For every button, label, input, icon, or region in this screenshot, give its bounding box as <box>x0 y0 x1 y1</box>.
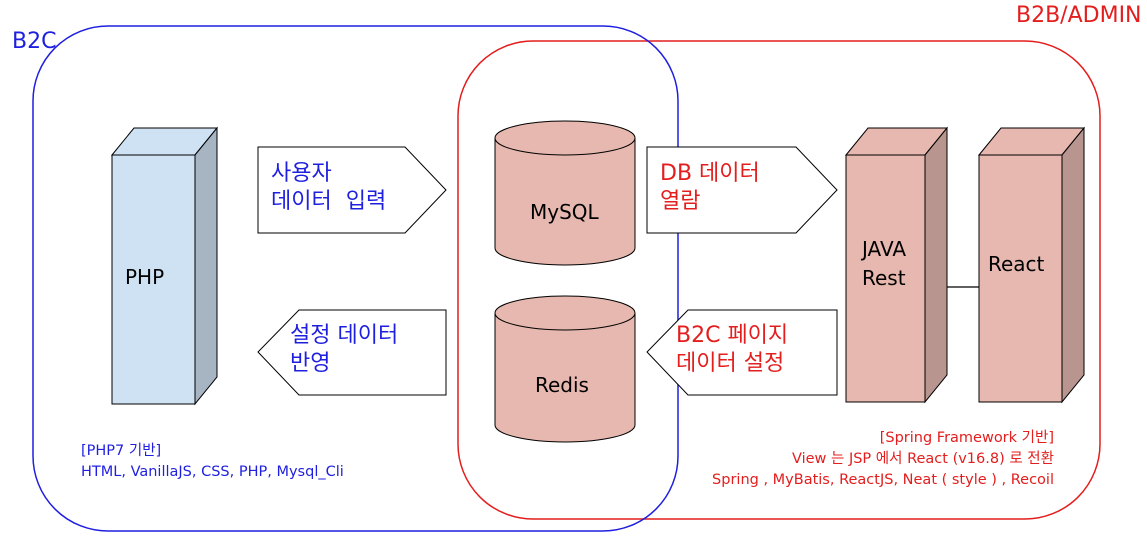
react-label: React <box>988 252 1045 276</box>
mysql-label: MySQL <box>530 200 599 224</box>
php-label: PHP <box>125 265 165 289</box>
b2c-page-settings-arrow <box>646 309 838 396</box>
b2c-page-settings-label: B2C 페이지 데이터 설정 <box>676 323 789 376</box>
user-input-arrow <box>257 146 447 234</box>
b2b-tech-note: [Spring Framework 기반] View 는 JSP 에서 Reac… <box>712 430 1054 489</box>
db-view-arrow <box>646 146 838 234</box>
b2b-admin-region-label: B2B/ADMIN <box>1016 3 1142 28</box>
settings-reflect-arrow <box>257 309 447 396</box>
mysql-cylinder <box>494 120 636 266</box>
b2b-admin-region <box>457 40 1101 520</box>
b2c-region <box>32 25 679 532</box>
react-box <box>977 126 1086 404</box>
java-label: JAVA Rest <box>862 237 907 290</box>
redis-cylinder <box>494 295 636 443</box>
user-input-label: 사용자 데이터 입력 <box>271 161 387 214</box>
java-rest-box <box>844 126 949 404</box>
php-box <box>110 126 219 406</box>
db-view-label: DB 데이터 열람 <box>660 161 760 214</box>
settings-reflect-label: 설정 데이터 반영 <box>290 323 399 376</box>
redis-label: Redis <box>535 373 589 397</box>
b2c-tech-note: [PHP7 기반] HTML, VanillaJS, CSS, PHP, Mys… <box>81 443 344 481</box>
b2c-region-label: B2C <box>12 29 57 54</box>
